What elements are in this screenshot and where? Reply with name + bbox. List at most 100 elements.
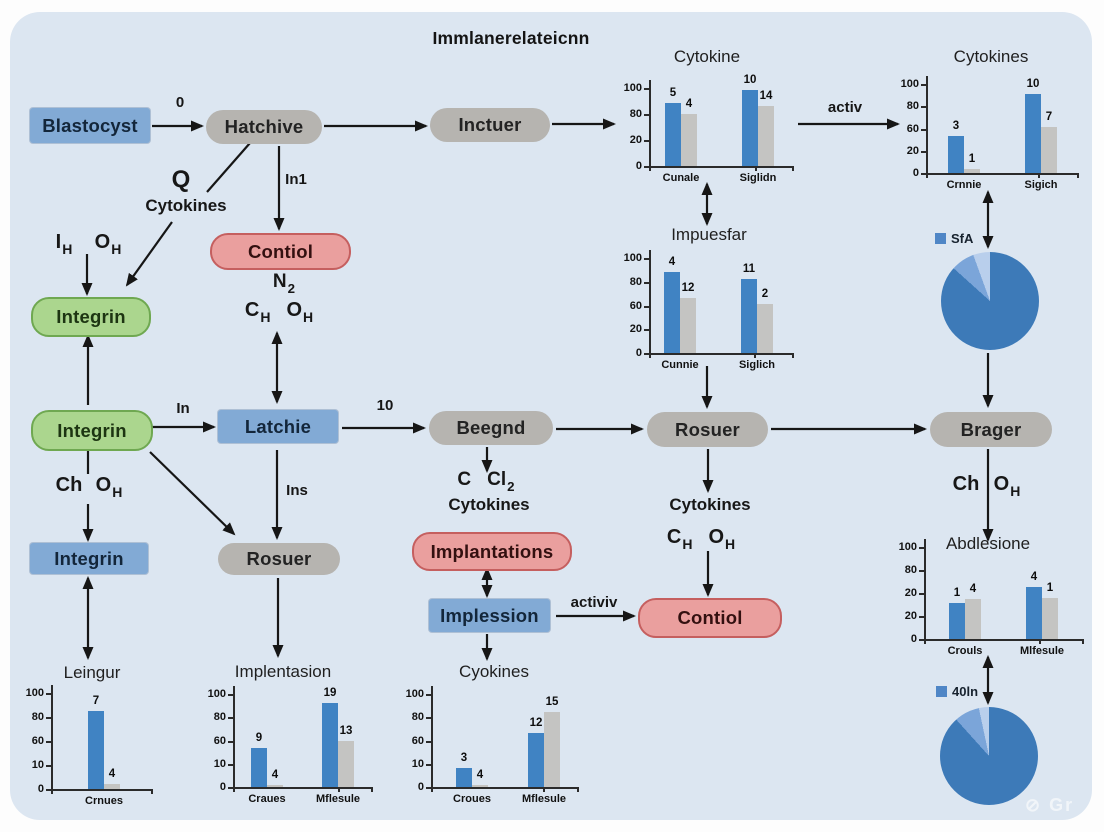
y-tick-label: 80 <box>411 711 424 724</box>
chem-part: 2 <box>287 280 296 296</box>
y-tick-mark <box>644 88 650 90</box>
chem-part: Ch <box>55 474 83 496</box>
bar-value: 3 <box>952 120 960 132</box>
x-category-label: Craues <box>248 793 286 805</box>
page-title: Immlanerelateicnn <box>432 28 590 48</box>
arrow-label: 0 <box>175 94 185 111</box>
y-tick-label: 80 <box>906 100 919 113</box>
bar-leingur-0-blue <box>88 711 104 789</box>
x-category-label: Cunnie <box>661 359 699 371</box>
node-label: Integrin <box>54 547 124 569</box>
x-tick-mark <box>543 787 545 792</box>
bar-value: 15 <box>545 696 559 708</box>
chem-part: Cytokines <box>669 495 751 514</box>
y-tick-label: 60 <box>906 122 919 135</box>
chart-title-leingur: Leingur <box>63 663 121 682</box>
y-tick-mark <box>644 281 650 284</box>
x-tick-mark <box>51 789 53 794</box>
bar-value: 1 <box>953 587 961 599</box>
y-tick-label: 20 <box>904 610 917 622</box>
chem-part: H <box>112 484 123 501</box>
legend-pie-bottom: 40ln <box>936 685 978 698</box>
y-tick-label: 0 <box>635 347 642 359</box>
chem-part: H <box>62 241 73 258</box>
x-category-label: Cunale <box>662 172 700 184</box>
chart-title-cytokines-right: Cytokines <box>953 47 1029 66</box>
x-category-label: Mflesule <box>315 793 361 805</box>
y-tick-mark <box>921 106 927 109</box>
text-chem-ih: IH <box>56 232 73 256</box>
node-latchie: Latchie <box>218 410 338 443</box>
bar-cytokine-top-0-gray <box>681 114 697 166</box>
bar-cytokines-right-0-blue <box>948 136 964 173</box>
y-tick-mark <box>228 694 234 696</box>
y-tick-mark <box>921 84 927 86</box>
y-tick-label: 80 <box>629 108 642 120</box>
x-tick-mark <box>792 166 794 171</box>
legend-label: 40ln <box>952 684 979 699</box>
y-tick-mark <box>228 787 234 789</box>
chem-part: O <box>286 299 303 321</box>
y-tick-label: 100 <box>25 687 44 699</box>
chem-part: O <box>993 473 1010 495</box>
y-tick-mark <box>426 787 432 789</box>
y-tick-label: 0 <box>635 160 642 172</box>
watermark: ⊘ Gr <box>1025 795 1075 815</box>
y-tick-label: 0 <box>910 633 917 645</box>
bar-implentasion-1-blue <box>322 703 338 787</box>
chem-part: H <box>725 536 736 553</box>
y-axis-cytokine-top <box>649 80 651 167</box>
bar-value: 4 <box>668 256 676 268</box>
y-tick-mark <box>46 765 52 767</box>
y-tick-mark <box>426 740 432 743</box>
chem-part: 2 <box>507 478 515 494</box>
bar-abdlesione-1-blue <box>1026 587 1042 639</box>
node-label: Brager <box>960 418 1022 440</box>
y-tick-label: 0 <box>37 783 44 795</box>
chem-part: Cytokines <box>448 495 530 514</box>
y-tick-label: 0 <box>912 167 919 179</box>
bar-cyokines-1-gray <box>544 712 560 787</box>
text-cytokines-right: Cytokines <box>669 496 750 513</box>
y-tick-mark <box>919 616 925 618</box>
y-tick-mark <box>426 694 432 696</box>
x-tick-mark <box>577 787 579 792</box>
x-tick-mark <box>754 166 757 171</box>
legend-swatch <box>935 233 946 244</box>
y-tick-mark <box>46 789 52 791</box>
arrow-5 <box>125 221 173 287</box>
chart-title-implentasion: Implentasion <box>234 662 332 681</box>
y-axis-leingur <box>51 685 53 790</box>
node-contiol-1: Contiol <box>210 233 351 270</box>
y-tick-mark <box>228 740 234 743</box>
text-chem-ch-brager: Ch <box>953 474 980 494</box>
y-tick-label: 0 <box>219 781 226 793</box>
diagram-panel <box>10 12 1092 820</box>
node-label: Inctuer <box>458 114 522 135</box>
arrow-label: In <box>176 400 190 417</box>
node-implession: Implession <box>429 599 550 632</box>
node-integrin-3: Integrin <box>30 543 148 574</box>
legend-pie-top: SfA <box>935 232 973 245</box>
chart-title-cyokines: Cyokines <box>459 662 529 681</box>
y-tick-label: 20 <box>906 144 919 157</box>
y-tick-mark <box>426 763 432 766</box>
y-tick-label: 10 <box>213 757 226 770</box>
x-tick-mark <box>1077 173 1079 178</box>
node-rosuer-2: Rosuer <box>218 543 340 575</box>
node-inctuer: Inctuer <box>430 108 550 142</box>
x-tick-mark <box>1038 639 1041 644</box>
y-tick-label: 100 <box>623 82 642 94</box>
bar-implentasion-0-blue <box>251 748 267 787</box>
bar-cyokines-0-blue <box>456 768 472 787</box>
bar-cyokines-1-blue <box>528 733 544 787</box>
text-chem-ch-left: Ch <box>56 475 83 495</box>
chem-part: Ch <box>952 473 980 495</box>
x-axis-cyokines <box>431 787 579 789</box>
bar-abdlesione-0-gray <box>965 599 981 639</box>
y-tick-mark <box>644 258 650 260</box>
y-tick-label: 60 <box>629 299 642 312</box>
bar-value: 4 <box>685 98 693 110</box>
x-axis-implentasion <box>233 787 373 789</box>
